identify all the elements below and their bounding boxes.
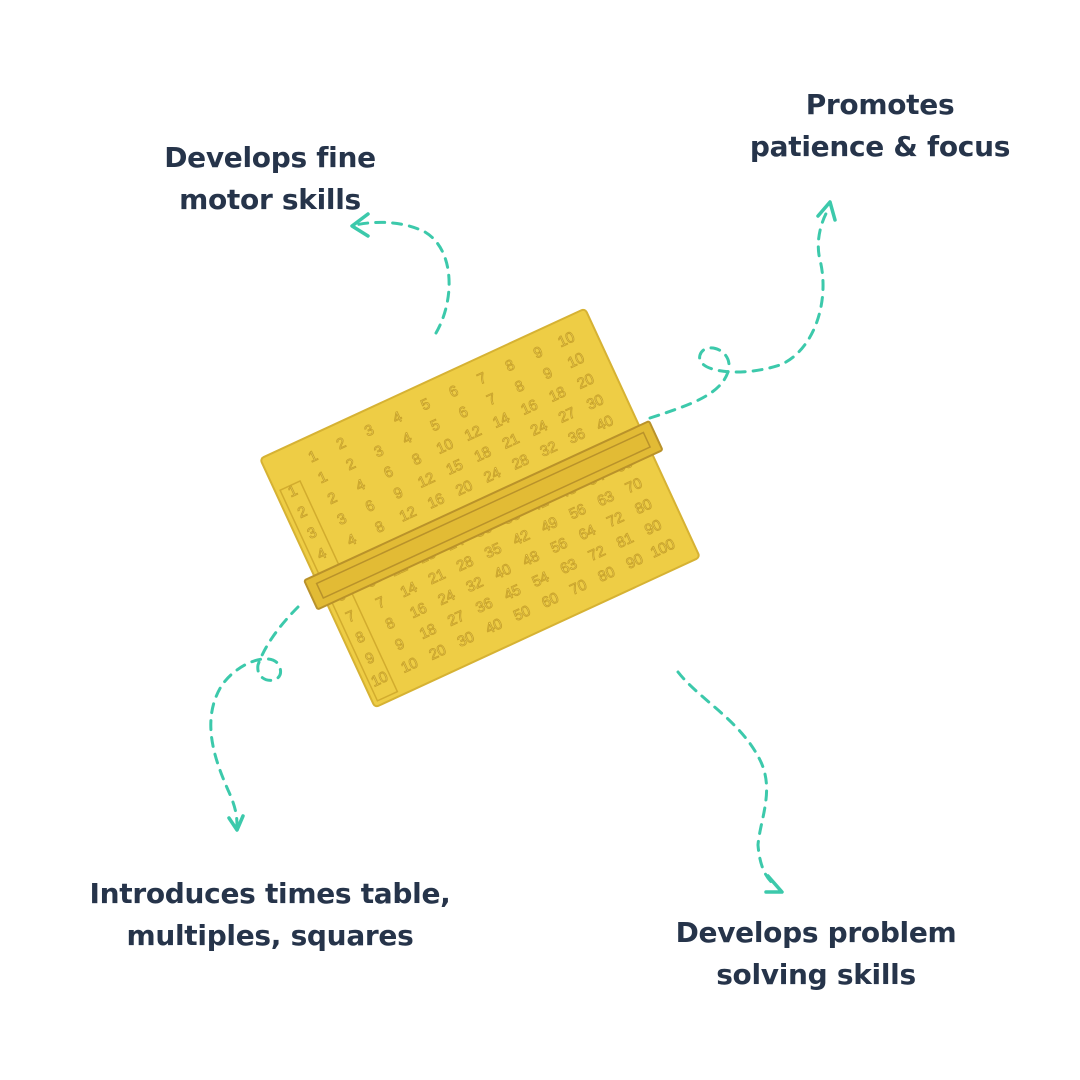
grid-cell: 64 [576,522,598,544]
grid-cell: 56 [567,501,589,523]
grid-cell: 50 [511,602,533,624]
grid-cell: 16 [407,600,429,622]
row-header: 10 [369,668,391,690]
grid-cell: 10 [434,435,456,457]
grid-cell: 12 [415,469,437,491]
grid-cell: 60 [539,589,561,611]
grid-cell: 32 [464,574,486,596]
grid-cell: 20 [575,370,597,392]
grid-cell: 40 [492,561,514,583]
grid-cell: 18 [546,383,568,405]
grid-cell: 24 [481,464,503,486]
slider-bar[interactable] [303,420,663,610]
label-line: solving skills [716,958,916,991]
grid-cell: 81 [614,529,636,551]
grid-cell: 72 [604,509,626,531]
label-line: motor skills [179,183,361,216]
grid-cell: 80 [595,563,617,585]
dashed-arrows [209,208,830,887]
grid-cell: 90 [624,550,646,572]
grid-cell: 56 [548,535,570,557]
arrow-times-table [209,605,300,827]
grid-cell: 72 [586,542,608,564]
arrowhead-icon [227,814,245,832]
grid-cell: 28 [509,451,531,473]
grid-cell: 32 [538,438,560,460]
grid-cell: 15 [443,456,465,478]
grid-cell: 45 [501,581,523,603]
grid-cell: 90 [642,516,664,538]
label-fine-motor: Develops fine motor skills [140,137,400,221]
grid-cell: 24 [435,587,457,609]
label-line: multiples, squares [126,919,414,952]
label-line: Develops fine [164,141,376,174]
label-line: Develops problem [675,916,957,949]
arrowheads [227,200,837,894]
grid-cell: 42 [510,527,532,549]
grid-cell: 27 [445,607,467,629]
grid-cell: 21 [426,566,448,588]
grid-cell: 14 [398,579,420,601]
grid-cell: 40 [594,412,616,434]
grid-cell: 63 [595,488,617,510]
grid-cell: 18 [417,620,439,642]
arrowhead-icon [764,874,784,894]
grid-cell: 18 [472,443,494,465]
label-line: Promotes [805,88,955,121]
arrowhead-icon [350,212,370,238]
grid-cell: 63 [558,555,580,577]
grid-cell: 28 [454,553,476,575]
column-header: 10 [555,329,577,351]
grid-cell: 16 [518,396,540,418]
grid-cell: 54 [530,568,552,590]
grid-cell: 10 [565,349,587,371]
grid-cell: 12 [397,503,419,525]
grid-cell: 21 [500,430,522,452]
grid-cell: 24 [528,417,550,439]
grid-cell: 36 [566,425,588,447]
label-problem-solving: Develops problem solving skills [656,912,976,996]
grid-cell: 14 [490,409,512,431]
multiplication-board: 1234567891012345678910123456789102468101… [260,308,700,708]
label-times-table: Introduces times table, multiples, squar… [60,873,480,957]
label-line: Introduces times table, [89,877,451,910]
grid-cell: 12 [462,422,484,444]
arrowhead-icon [816,200,837,222]
grid-cell: 16 [425,490,447,512]
grid-cell: 80 [632,496,654,518]
grid-cell: 48 [520,548,542,570]
arrow-problem-solving [676,670,777,887]
grid-cell: 30 [584,391,606,413]
grid-cell: 36 [473,594,495,616]
label-patience: Promotes patience & focus [730,84,1030,168]
grid-cell: 35 [482,540,504,562]
grid-cell: 70 [567,576,589,598]
arrow-fine-motor [353,220,451,335]
grid-cell: 49 [538,514,560,536]
grid-cell: 20 [453,477,475,499]
grid-cell: 27 [556,404,578,426]
grid-cell: 40 [483,615,505,637]
label-line: patience & focus [749,130,1011,163]
arrow-patience [648,208,830,420]
grid-cell: 10 [398,654,420,676]
grid-cell: 70 [623,475,645,497]
grid-cell: 20 [427,641,449,663]
grid-cell: 30 [455,628,477,650]
